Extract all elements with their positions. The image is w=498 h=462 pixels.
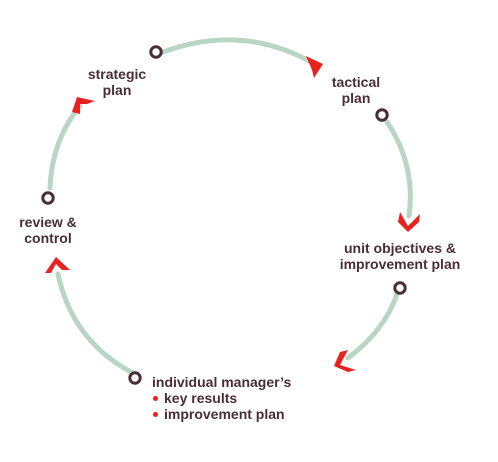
node-review	[41, 191, 55, 205]
bullet-key-results: key results	[152, 390, 352, 406]
arc-review-to-strategic	[47, 103, 83, 191]
stage-label-individual-manager: individual manager’s key results improve…	[152, 374, 352, 422]
cycle-nodes	[41, 45, 407, 385]
arc-tactical-to-unit	[384, 119, 413, 219]
stage-label-unit-objectives: unit objectives & improvement plan	[339, 240, 461, 272]
cycle-arrows	[45, 56, 420, 372]
arrow-to-tactical	[306, 56, 323, 78]
node-strategic	[149, 45, 163, 59]
arrow-to-individual	[334, 350, 356, 372]
arc-unit-to-individual	[345, 291, 400, 361]
cycle-arcs	[47, 37, 413, 375]
stage-label-strategic: strategic plan	[87, 66, 147, 98]
arrow-to-strategic	[72, 97, 95, 114]
arc-strategic-to-tactical	[160, 37, 321, 69]
arc-individual-to-review	[55, 271, 134, 375]
node-individual	[128, 371, 142, 385]
individual-bullets: key results improvement plan	[152, 390, 352, 422]
arrow-to-unit	[398, 212, 420, 232]
stage-label-review-control: review & control	[19, 214, 77, 246]
node-unit	[393, 281, 407, 295]
stage-label-tactical: tactical plan	[331, 74, 381, 106]
node-tactical	[375, 108, 389, 122]
bullet-improvement-plan: improvement plan	[152, 406, 352, 422]
arrow-to-review	[45, 257, 70, 273]
